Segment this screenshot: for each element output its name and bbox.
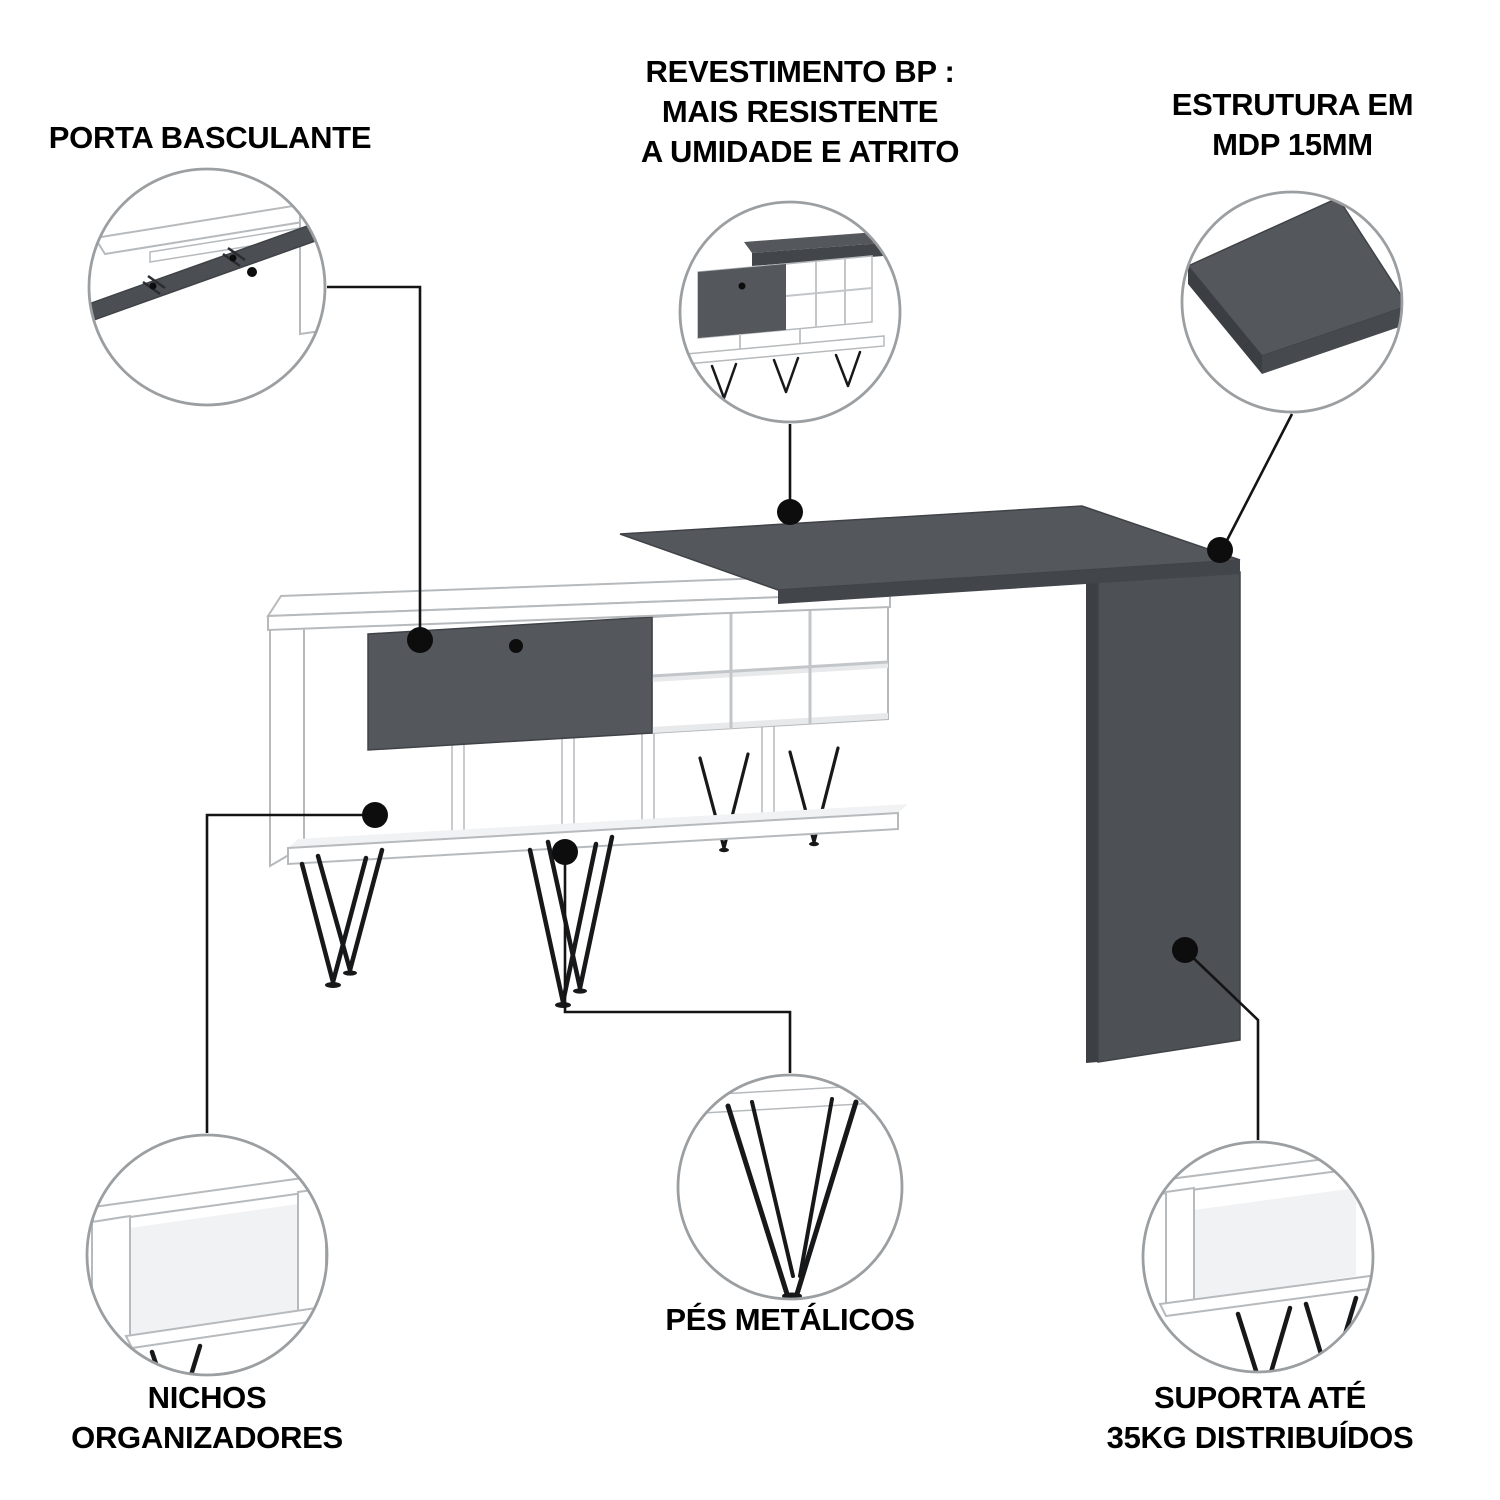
label-suporta: SUPORTA ATÉ 35KG DISTRIBUÍDOS (1075, 1378, 1445, 1458)
callout-connectors (205, 285, 1294, 1140)
shelf-divider (761, 724, 775, 822)
sideboard-top (266, 571, 905, 632)
label-pes-metalicos: PÉS METÁLICOS (630, 1300, 950, 1340)
shelf-divider (641, 731, 655, 829)
connector-estrutura (1220, 413, 1294, 551)
anchor-dot-porta-basculante (407, 627, 433, 653)
label-line: MAIS RESISTENTE (661, 94, 939, 129)
connector-suporta (1184, 949, 1260, 1140)
connector-porta-basculante (327, 285, 422, 640)
hairpin-leg-front-left (299, 847, 385, 988)
desk-top-edge (778, 560, 1240, 604)
desk-top (619, 505, 1241, 604)
detail-flip-door (89, 198, 325, 336)
hairpin-leg-front-center (527, 834, 615, 1008)
label-line: PORTA BASCULANTE (48, 120, 372, 155)
anchor-dot-revestimento (777, 499, 803, 525)
detail-shelf-legs (1144, 1152, 1373, 1372)
callout-circle-revestimento (678, 200, 902, 424)
anchor-dot-estrutura (1207, 537, 1233, 563)
label-revestimento: REVESTIMENTO BP : MAIS RESISTENTE A UMID… (590, 52, 1010, 172)
hinge-detail (142, 246, 246, 296)
label-line: PÉS METÁLICOS (665, 1302, 915, 1337)
callout-circle-porta-basculante (87, 167, 327, 407)
label-line: REVESTIMENTO BP : (645, 54, 955, 89)
label-line: NICHOS (147, 1380, 267, 1415)
label-line: ORGANIZADORES (71, 1420, 343, 1455)
shelf-divider (561, 736, 575, 834)
label-line: A UMIDADE E ATRITO (640, 134, 960, 169)
callout-circle-suporta (1141, 1140, 1375, 1374)
anchor-dot-nichos (362, 802, 388, 828)
label-line: ESTRUTURA EM (1171, 87, 1414, 122)
label-estrutura: ESTRUTURA EM MDP 15MM (1135, 85, 1450, 165)
sideboard-drawer-front (367, 616, 653, 751)
drawer-knob (509, 639, 523, 653)
anchor-dot-suporta (1172, 937, 1198, 963)
sideboard-base-shelf (287, 804, 908, 866)
shelf-divider (451, 743, 465, 840)
desk-side-panel (1086, 571, 1241, 1063)
label-line: SUPORTA ATÉ (1154, 1380, 1366, 1415)
label-porta-basculante: PORTA BASCULANTE (40, 118, 380, 158)
furniture-illustration (266, 505, 1241, 1063)
door-knob (247, 267, 257, 277)
callout-circle-pes-metalicos (676, 1073, 904, 1301)
connector-nichos (205, 813, 375, 1133)
sideboard-left-panel (269, 594, 305, 868)
connector-pes-metalicos (563, 852, 792, 1073)
callout-circle-estrutura (1180, 190, 1404, 414)
label-nichos: NICHOS ORGANIZADORES (47, 1378, 367, 1458)
label-line: 35KG DISTRIBUÍDOS (1106, 1420, 1414, 1455)
label-line: MDP 15MM (1212, 127, 1373, 162)
detail-mdp-corner (1186, 197, 1402, 374)
anchor-dot-pes-metalicos (552, 839, 578, 865)
detail-hairpin-leg (685, 1083, 895, 1299)
sideboard-niche-section (651, 601, 889, 735)
